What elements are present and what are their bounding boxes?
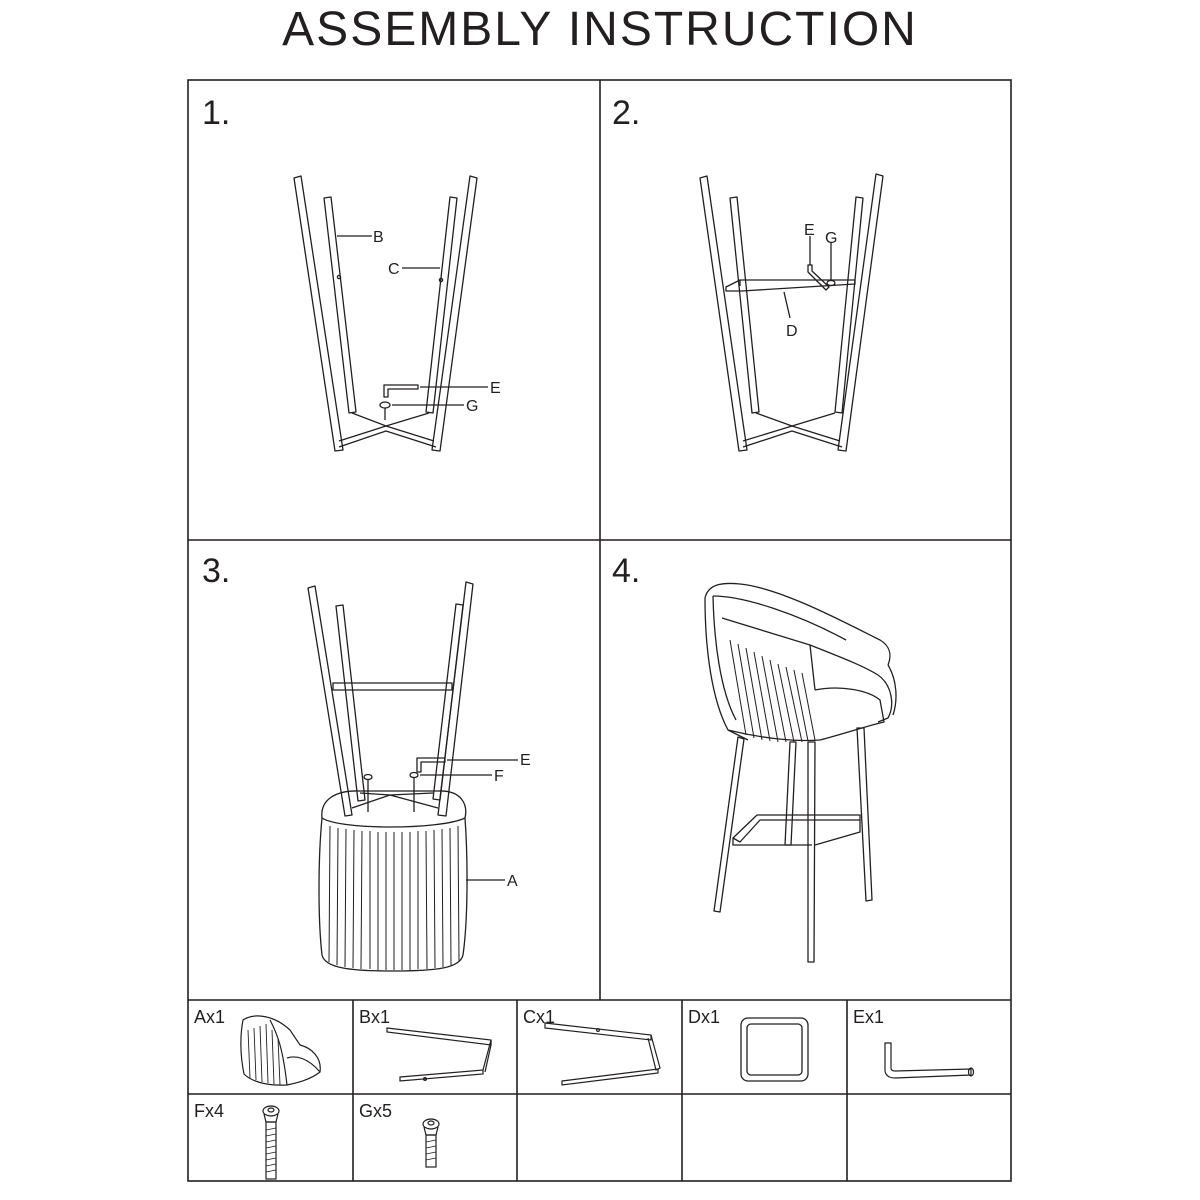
step-2-drawing [699,173,884,452]
step-1-number: 1. [202,94,230,132]
step-1-drawing [293,175,488,452]
callout-2-d: D [786,323,798,340]
part-a-label: Ax1 [194,1007,225,1027]
part-g-label: Gx5 [359,1101,392,1121]
step-4-drawing [704,582,897,963]
step-3-drawing [307,581,518,972]
page-title: ASSEMBLY INSTRUCTION [282,3,918,56]
part-d-label: Dx1 [688,1007,720,1027]
callout-3-f: F [494,768,504,785]
callout-1-c: C [388,261,400,278]
callout-2-g: G [825,230,837,247]
step-4-number: 4. [612,552,640,590]
step-2-number: 2. [612,94,640,132]
part-g-screw-icon [422,1118,440,1168]
step-3-number: 3. [202,552,230,590]
part-b-label: Bx1 [359,1007,390,1027]
callout-3-a: A [507,873,518,890]
part-e-label: Ex1 [853,1007,884,1027]
callout-1-b: B [373,229,384,246]
callout-2-e: E [804,222,815,239]
part-d-footrest-icon [740,1017,809,1082]
part-c-leg-icon [544,1022,661,1086]
part-e-allen-key-icon [884,1042,975,1079]
part-a-seat-icon [240,1015,321,1086]
part-b-leg-icon [386,1027,492,1082]
callout-1-g: G [466,398,478,415]
part-f-label: Fx4 [194,1101,224,1121]
callout-1-e: E [490,380,501,397]
part-f-bolt-icon [262,1105,280,1180]
callout-3-e: E [520,752,531,769]
part-c-label: Cx1 [523,1007,555,1027]
